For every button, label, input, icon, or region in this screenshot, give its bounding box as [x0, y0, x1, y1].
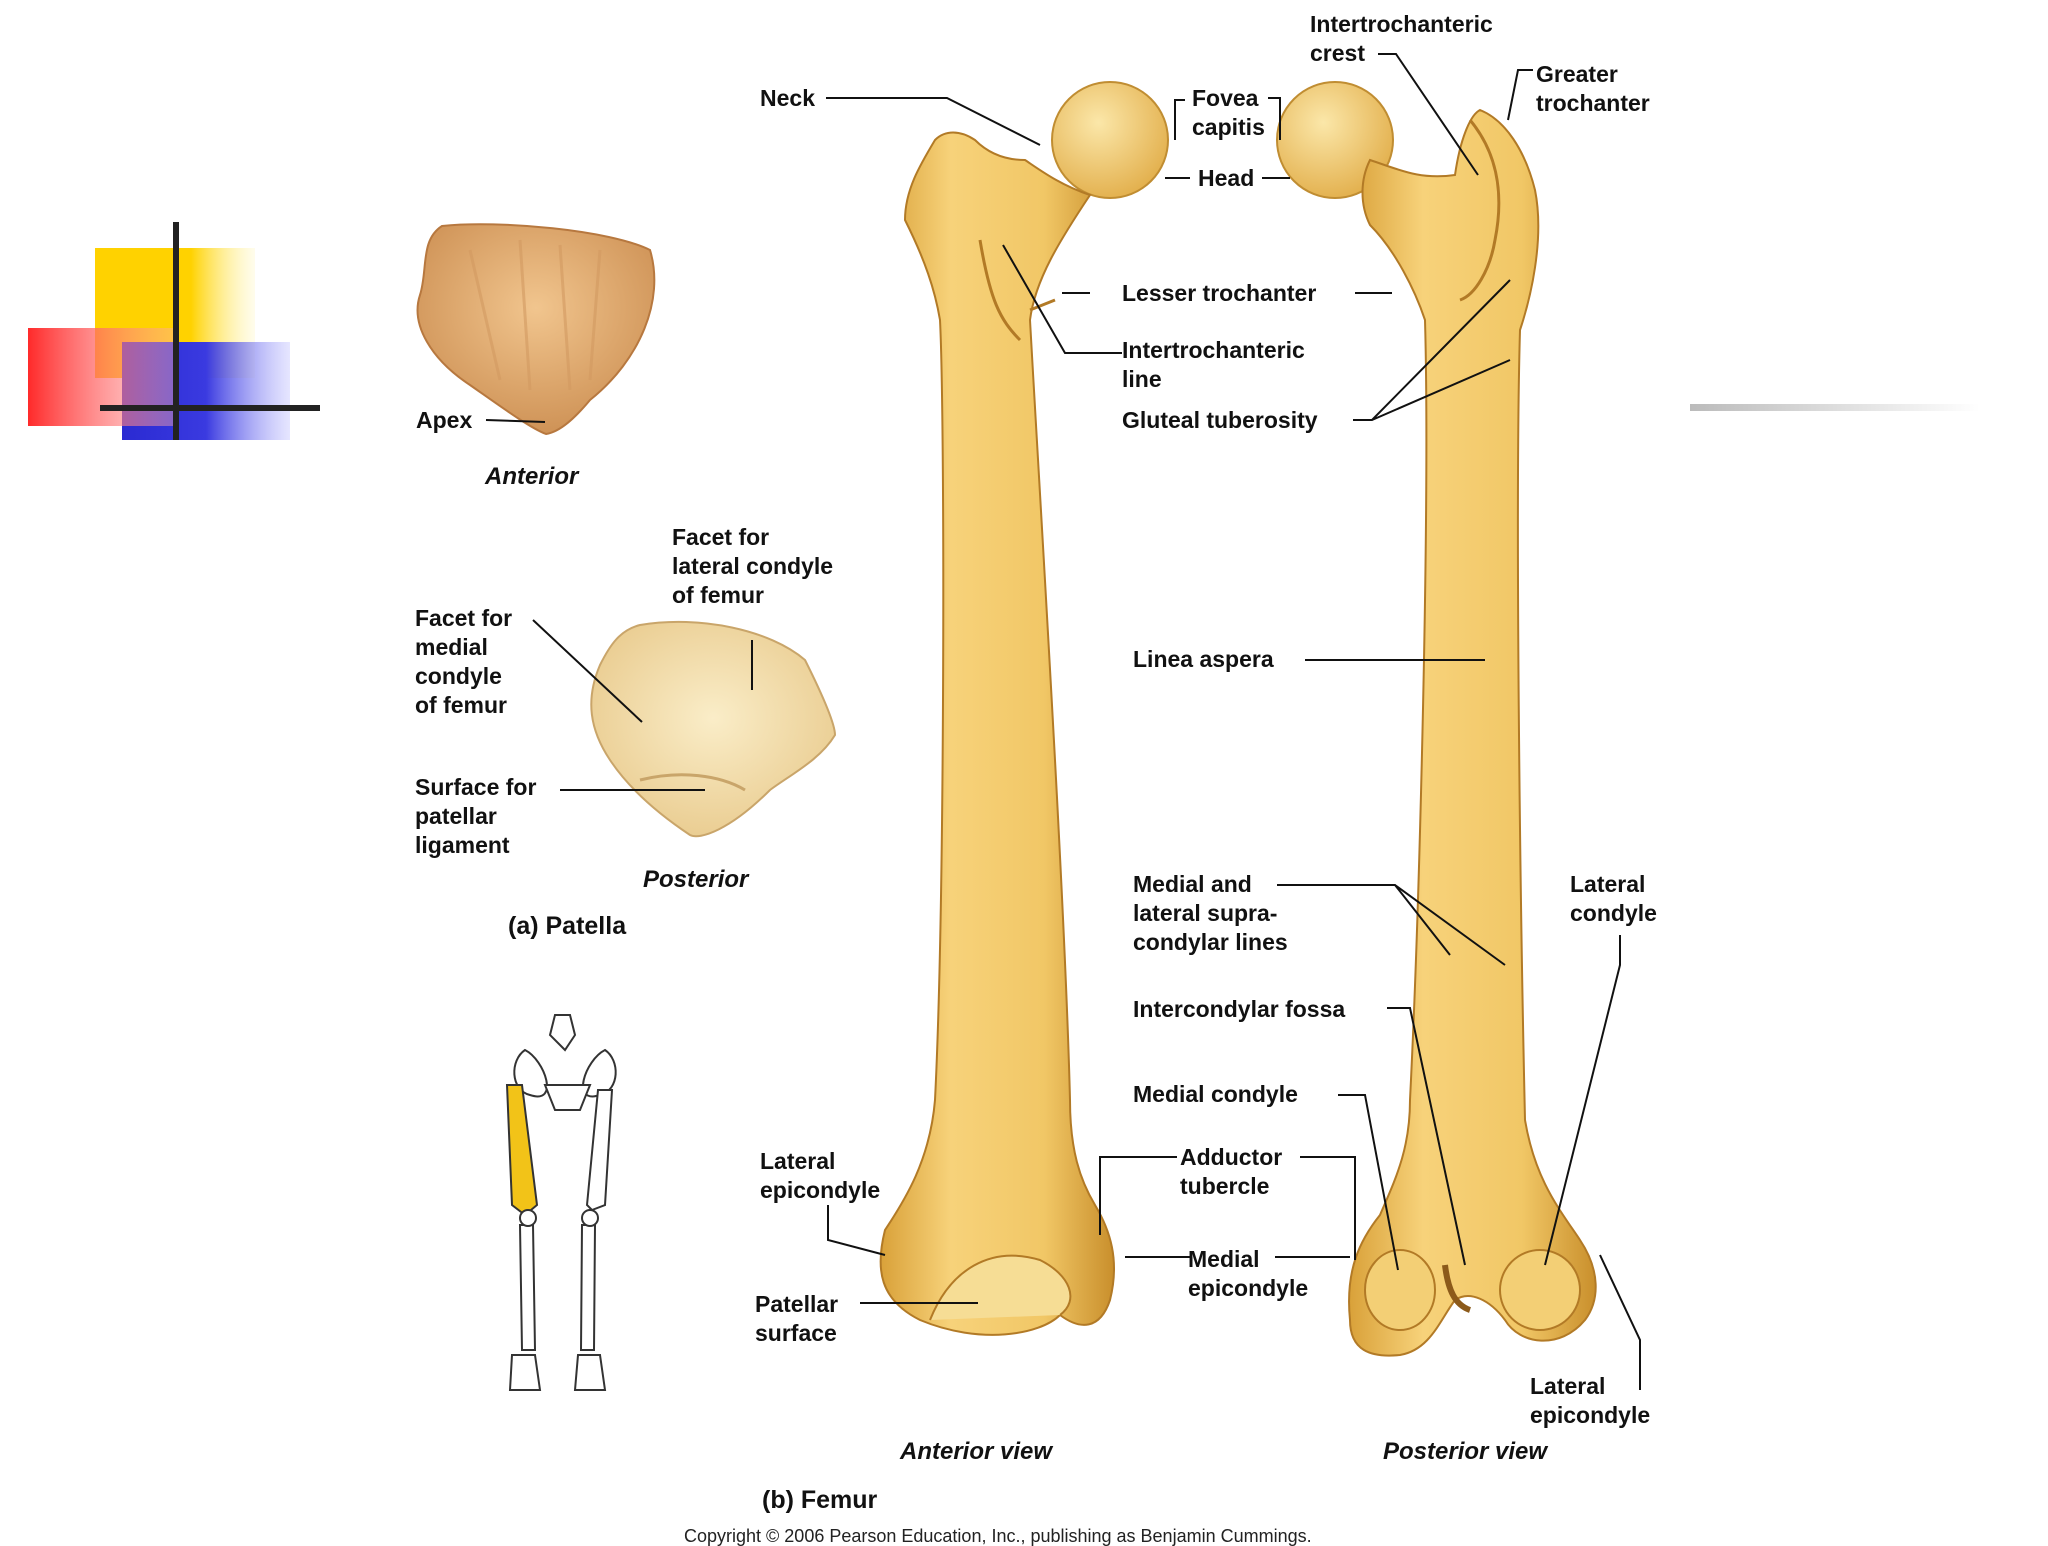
label-intertrochanteric-line: Intertrochanteric line	[1122, 337, 1305, 392]
label-posterior: Posterior	[643, 866, 749, 893]
caption-patella: (a) Patella	[508, 912, 627, 940]
label-surface-patellar-ligament: Surface for patellar ligament	[415, 774, 537, 858]
label-lateral-condyle: Lateral condyle	[1570, 871, 1657, 926]
label-apex: Apex	[416, 407, 473, 433]
slide-corner-decoration	[28, 222, 320, 440]
label-patellar-surface: Patellar surface	[755, 1291, 839, 1346]
label-intertrochanteric-crest: Intertrochanteric crest	[1310, 11, 1493, 66]
label-facet-medial-condyle: Facet for medial condyle of femur	[415, 605, 513, 718]
label-head: Head	[1198, 165, 1255, 191]
label-supracondylar-lines: Medial and lateral supra- condylar lines	[1133, 871, 1288, 955]
skeleton-thumbnail	[505, 1014, 617, 1391]
femur-anterior-shaft	[879, 131, 1116, 1336]
leader-lines	[485, 53, 1641, 1390]
label-gluteal-tuberosity: Gluteal tuberosity	[1122, 407, 1318, 433]
label-medial-epicondyle: Medial epicondyle	[1188, 1246, 1309, 1301]
label-lateral-epicondyle-posterior: Lateral epicondyle	[1530, 1373, 1651, 1428]
label-intercondylar-fossa: Intercondylar fossa	[1133, 996, 1346, 1022]
femur-anterior	[879, 81, 1169, 1336]
femur-anterior-head	[1051, 81, 1169, 199]
label-adductor-tubercle: Adductor tubercle	[1180, 1144, 1283, 1199]
label-fovea-capitis: Fovea capitis	[1192, 85, 1265, 140]
label-linea-aspera: Linea aspera	[1133, 646, 1274, 672]
label-greater-trochanter: Greater trochanter	[1536, 61, 1650, 116]
label-facet-lateral-condyle: Facet for lateral condyle of femur	[672, 524, 834, 608]
label-anterior-view: Anterior view	[900, 1438, 1053, 1465]
label-posterior-view: Posterior view	[1383, 1438, 1548, 1465]
label-neck: Neck	[760, 85, 815, 111]
label-anterior: Anterior	[485, 463, 579, 490]
caption-femur: (b) Femur	[762, 1486, 878, 1514]
patella-posterior	[590, 620, 837, 838]
femur-posterior-shaft	[1348, 108, 1597, 1357]
label-lateral-epicondyle-anterior: Lateral epicondyle	[760, 1148, 881, 1203]
femur-posterior-head	[1276, 81, 1394, 199]
patella-anterior	[416, 223, 656, 436]
label-lesser-trochanter: Lesser trochanter	[1122, 280, 1317, 306]
femur-posterior	[1276, 81, 1597, 1357]
label-medial-condyle: Medial condyle	[1133, 1081, 1298, 1107]
copyright-notice: Copyright © 2006 Pearson Education, Inc.…	[684, 1526, 1312, 1546]
decoration-right-rule	[1690, 404, 1980, 411]
